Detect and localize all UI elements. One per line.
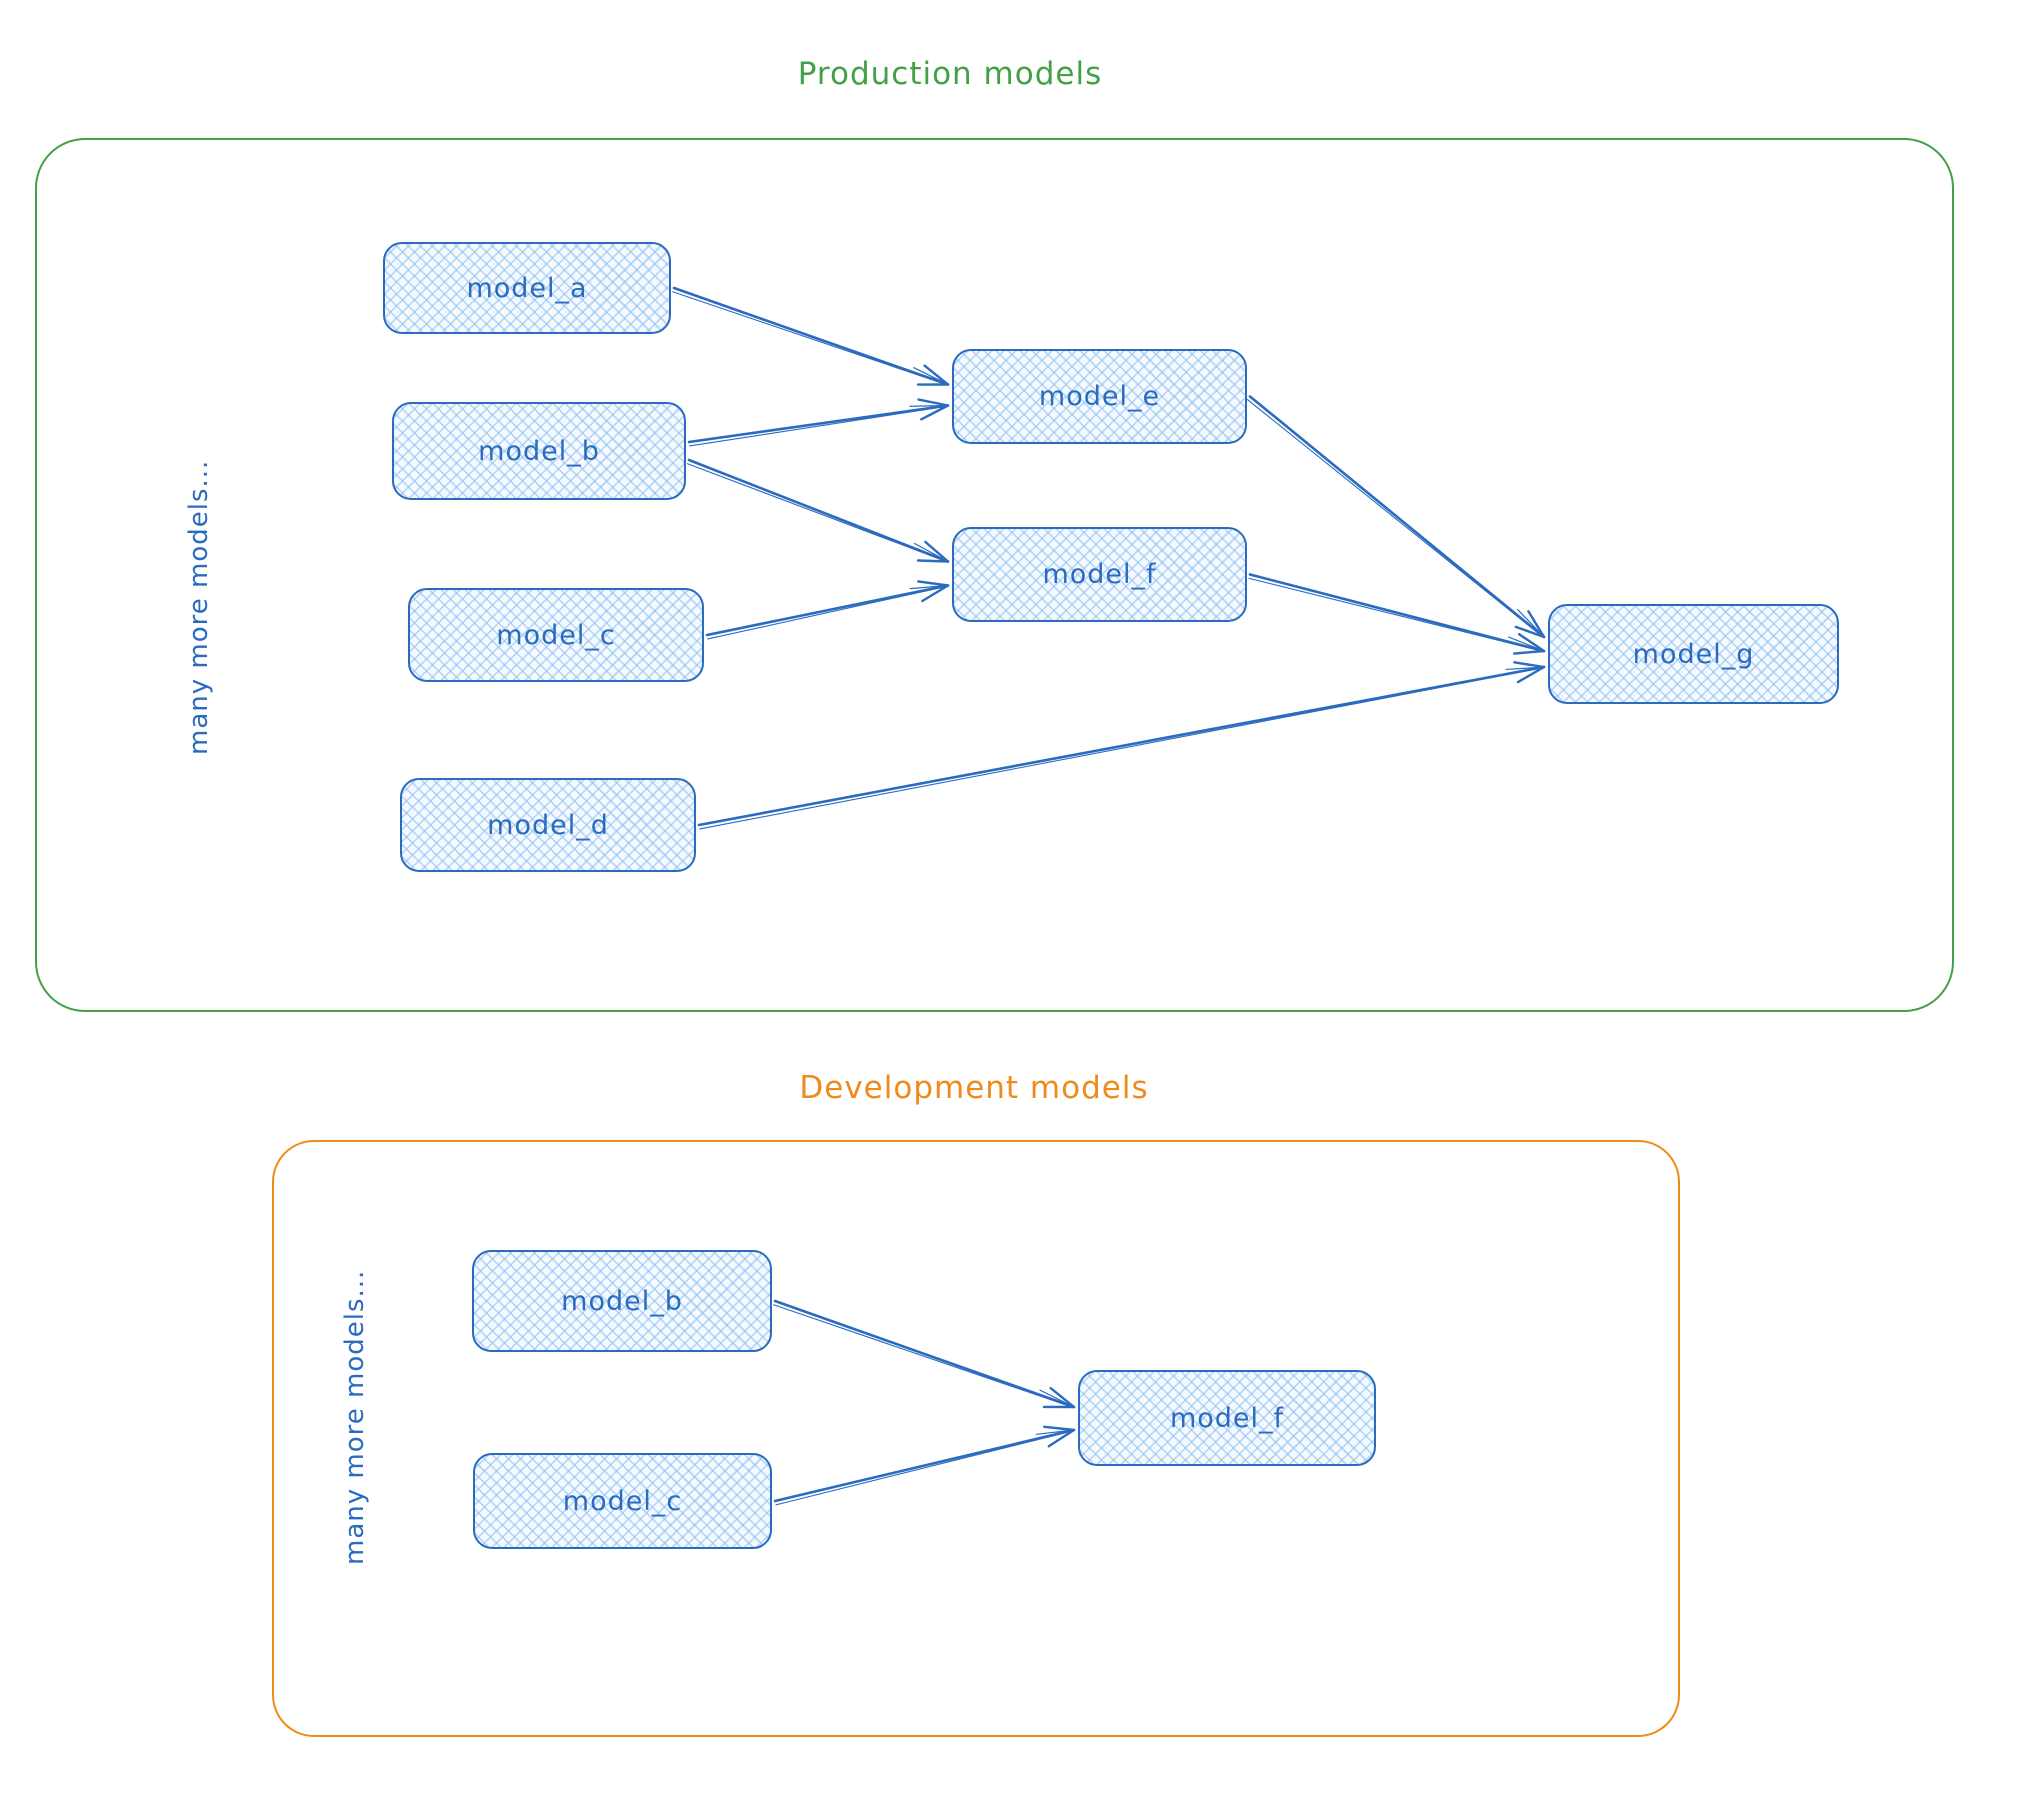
node-model-a: model_a [383, 242, 671, 334]
node-model-b: model_b [392, 402, 686, 500]
development-frame [272, 1140, 1680, 1737]
development-side-note: many more models... [340, 1269, 370, 1565]
node-dev-model-c: model_c [473, 1453, 772, 1549]
node-model-d: model_d [400, 778, 696, 872]
node-model-c: model_c [408, 588, 704, 682]
node-dev-model-f: model_f [1078, 1370, 1376, 1466]
node-model-e: model_e [952, 349, 1247, 444]
node-dev-model-b: model_b [472, 1250, 772, 1352]
production-side-note: many more models... [184, 459, 214, 755]
node-model-f: model_f [952, 527, 1247, 622]
production-frame [35, 138, 1954, 1012]
development-title: Development models [799, 1070, 1149, 1106]
production-title: Production models [797, 56, 1103, 92]
node-model-g: model_g [1548, 604, 1839, 704]
